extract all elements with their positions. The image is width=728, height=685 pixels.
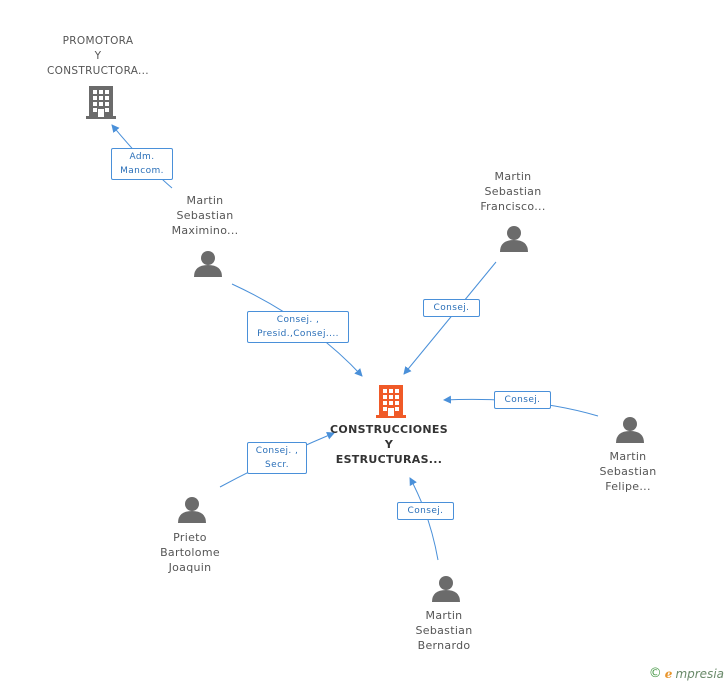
role-line: Consej. , [276,315,320,325]
role-line: Consej. [407,506,444,516]
role-line: Consej. [504,395,541,405]
main-company-building-icon[interactable] [375,383,407,419]
copyright-symbol: © [648,666,662,681]
francisco-line-1: Martin [494,170,532,183]
francisco-line-3: Francisco... [480,200,546,213]
person-felipe-label[interactable]: Martin Sebastian Felipe... [583,449,673,494]
maximino-line-2: Sebastian [176,209,234,222]
bernardo-line-1: Martin [425,609,463,622]
role-line: Consej. , [255,446,299,456]
main-company-line-1: CONSTRUCCIONES [330,423,448,436]
role-label-adm-mancom[interactable]: Adm. Mancom. [111,148,173,180]
main-company-line-3: ESTRUCTURAS... [335,453,443,466]
edge-francisco-to-main-company [403,261,497,375]
person-icon[interactable] [431,574,461,602]
brand-initial: e [664,666,673,681]
brand-name: mpresia [675,666,724,681]
person-icon[interactable] [177,495,207,523]
person-icon[interactable] [193,249,223,277]
role-label-consej-felipe[interactable]: Consej. [494,391,551,409]
role-line: Adm. [129,152,155,162]
felipe-line-3: Felipe... [605,480,651,493]
role-label-consej-presid[interactable]: Consej. , Presid.,Consej.... [247,311,349,343]
maximino-line-3: Maximino... [171,224,239,237]
top-company-line-3: CONSTRUCTORA... [47,65,149,77]
person-icon[interactable] [499,224,529,252]
top-company-label[interactable]: PROMOTORA Y CONSTRUCTORA... [38,34,158,79]
building-icon[interactable] [85,84,117,120]
person-francisco-label[interactable]: Martin Sebastian Francisco... [468,169,558,214]
maximino-line-1: Martin [186,194,224,207]
role-line: Mancom. [120,166,164,176]
felipe-line-1: Martin [609,450,647,463]
top-company-line-2: Y [94,50,102,62]
joaquin-line-1: Prieto [173,531,207,544]
person-icon[interactable] [615,415,645,443]
francisco-line-2: Sebastian [484,185,542,198]
bernardo-line-2: Sebastian [415,624,473,637]
person-joaquin-label[interactable]: Prieto Bartolome Joaquin [145,530,235,575]
role-label-consej-francisco[interactable]: Consej. [423,299,480,317]
joaquin-line-3: Joaquin [168,561,212,574]
joaquin-line-2: Bartolome [160,546,220,559]
top-company-line-1: PROMOTORA [62,35,134,47]
person-maximino-label[interactable]: Martin Sebastian Maximino... [160,193,250,238]
felipe-line-2: Sebastian [599,465,657,478]
role-line: Presid.,Consej.... [257,329,339,339]
main-company-label[interactable]: CONSTRUCCIONES Y ESTRUCTURAS... [328,422,450,467]
role-line: Secr. [265,460,289,470]
role-label-consej-bernardo[interactable]: Consej. [397,502,454,520]
main-company-line-2: Y [384,438,394,451]
role-line: Consej. [433,303,470,313]
bernardo-line-3: Bernardo [417,639,471,652]
role-label-consej-secr[interactable]: Consej. , Secr. [247,442,307,474]
person-bernardo-label[interactable]: Martin Sebastian Bernardo [399,608,489,653]
